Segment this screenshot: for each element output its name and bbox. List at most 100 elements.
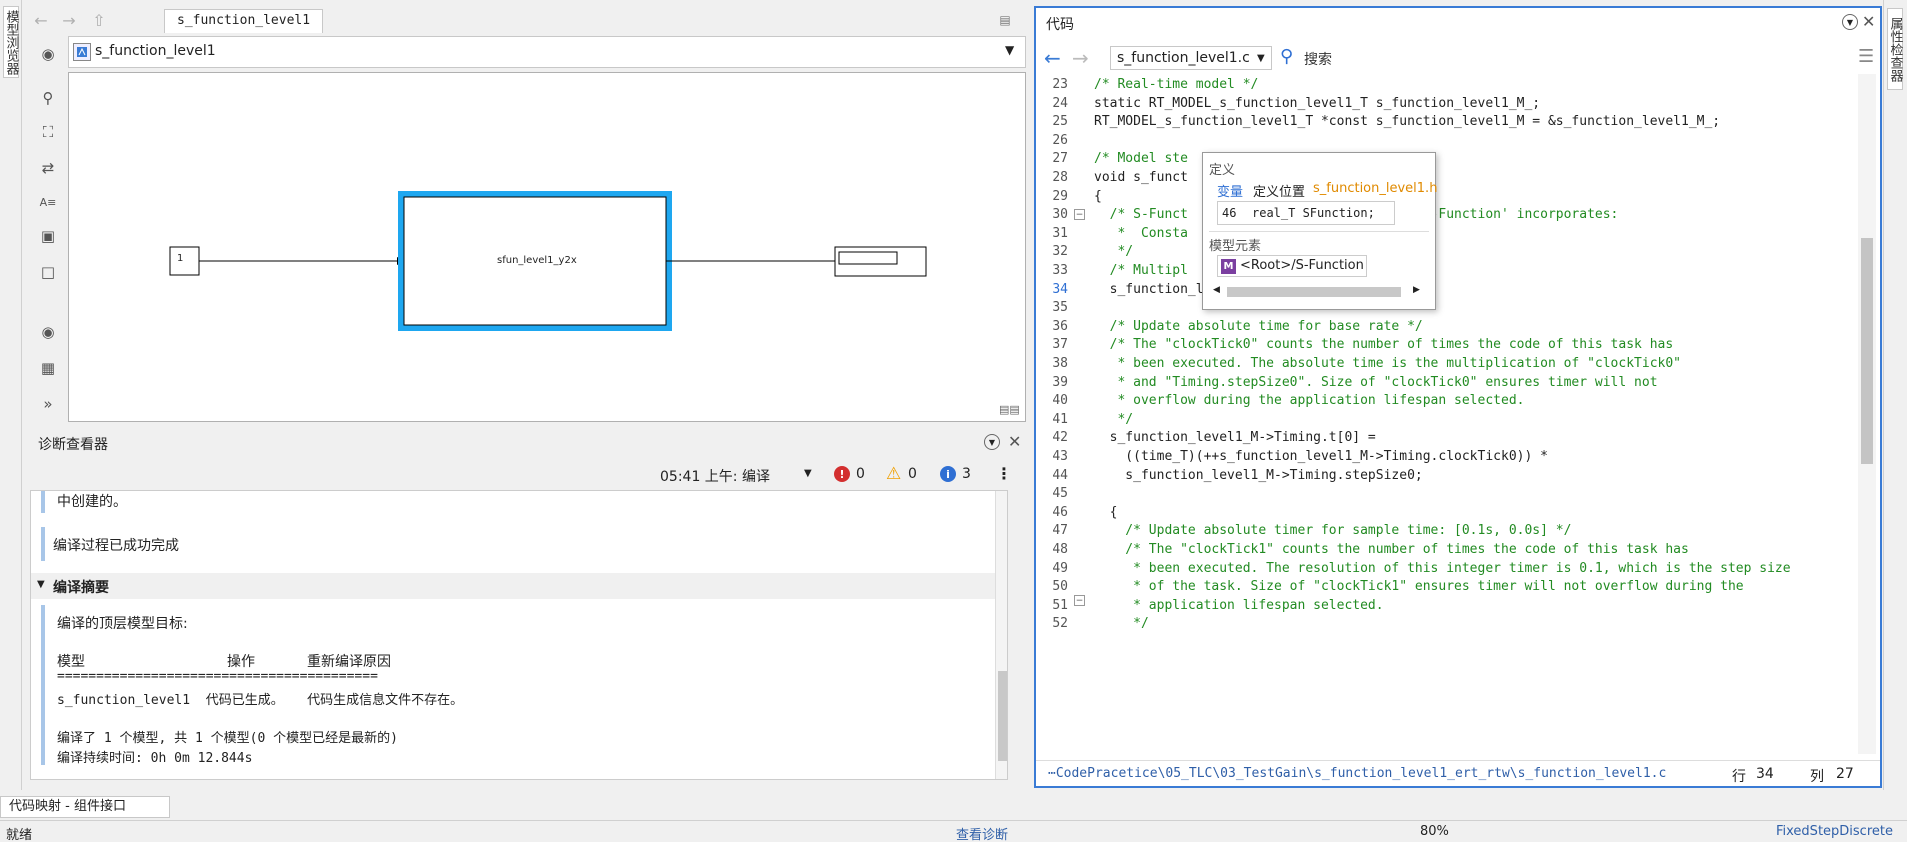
- code-line[interactable]: 44 s_function_level1_M->Timing.stepSize0…: [1038, 465, 1856, 487]
- info-icon[interactable]: i: [940, 466, 956, 482]
- collapse-icon[interactable]: ▼: [984, 434, 1000, 450]
- code-line[interactable]: 41 */: [1038, 409, 1856, 431]
- code-line[interactable]: 45: [1038, 483, 1856, 505]
- view-diagnostics-link[interactable]: 查看诊断: [956, 828, 1009, 842]
- block-diagram: [169, 191, 927, 331]
- up-arrow-icon[interactable]: ⇧: [92, 10, 106, 30]
- fold-icon[interactable]: −: [1074, 209, 1085, 220]
- model-tab[interactable]: s_function_level1: [164, 9, 324, 33]
- code-line[interactable]: 42 s_function_level1_M->Timing.t[0] =: [1038, 427, 1856, 449]
- popup-model-element[interactable]: M <Root>/S-Function: [1217, 255, 1367, 277]
- chevron-down-icon[interactable]: ▼: [804, 468, 812, 479]
- code-line[interactable]: 36 /* Update absolute time for base rate…: [1038, 316, 1856, 338]
- popup-scroll-thumb[interactable]: [1227, 287, 1401, 297]
- overview-icon[interactable]: ▤▤: [999, 403, 1020, 416]
- code-line[interactable]: 33 /* Multipl: [1038, 260, 1856, 282]
- solver-link[interactable]: FixedStepDiscrete: [1776, 824, 1893, 839]
- line-text: * been executed. The absolute time is th…: [1094, 356, 1681, 371]
- code-line[interactable]: 35: [1038, 297, 1856, 319]
- sfunction-block[interactable]: [403, 196, 667, 326]
- area-icon[interactable]: □: [40, 263, 56, 281]
- code-scrollbar[interactable]: [1858, 74, 1876, 754]
- collapse-icon[interactable]: ▼: [1842, 14, 1858, 30]
- code-line[interactable]: 43 ((time_T)(++s_function_level1_M->Timi…: [1038, 446, 1856, 468]
- popup-def-code-box[interactable]: 46 real_T SFunction;: [1217, 201, 1395, 225]
- code-line[interactable]: 39 * and "Timing.stepSize0". Size of "cl…: [1038, 372, 1856, 394]
- model-address-bar[interactable]: s_function_level1 ▼: [68, 36, 1026, 68]
- code-line[interactable]: 23/* Real-time model */: [1038, 74, 1856, 96]
- close-icon[interactable]: ✕: [1008, 432, 1022, 451]
- line-number: 33: [1052, 263, 1068, 278]
- close-icon[interactable]: ✕: [1862, 12, 1876, 31]
- back-arrow-icon[interactable]: ←: [34, 10, 48, 30]
- back-arrow-icon[interactable]: ←: [1044, 46, 1061, 70]
- zoom-icon[interactable]: ⚲: [42, 89, 54, 107]
- search-input[interactable]: 搜索: [1304, 52, 1332, 68]
- code-line[interactable]: 52 */: [1038, 613, 1856, 635]
- diag-col-action: 操作: [227, 654, 255, 670]
- code-line[interactable]: 32 */: [1038, 241, 1856, 263]
- model-browser-tab[interactable]: 模型浏览器: [3, 6, 19, 78]
- image-icon[interactable]: ▣: [40, 227, 56, 245]
- code-line[interactable]: 46 {: [1038, 502, 1856, 524]
- forward-arrow-icon[interactable]: →: [62, 10, 76, 30]
- file-select[interactable]: s_function_level1.c ▼: [1110, 46, 1272, 70]
- code-line[interactable]: 31 * Consta: [1038, 223, 1856, 245]
- triangle-down-icon: ▼: [37, 579, 45, 590]
- diag-scroll-thumb[interactable]: [998, 671, 1007, 761]
- error-icon[interactable]: !: [834, 466, 850, 482]
- popup-hscroll[interactable]: ◀ ▶: [1213, 285, 1423, 299]
- code-line[interactable]: 49 * been executed. The resolution of th…: [1038, 558, 1856, 580]
- code-line[interactable]: 48 /* The "clockTick1" counts the number…: [1038, 539, 1856, 561]
- code-line[interactable]: 38 * been executed. The absolute time is…: [1038, 353, 1856, 375]
- more-options-icon[interactable]: ⋮: [996, 464, 1012, 483]
- panel-menu-icon[interactable]: ▤: [999, 13, 1011, 27]
- summary-header[interactable]: ▼ 编译摘要: [31, 573, 995, 599]
- diag-line-created: 中创建的。: [57, 494, 127, 510]
- line-text: * Consta: [1094, 225, 1188, 241]
- diag-scrollbar[interactable]: [995, 491, 1007, 779]
- scroll-left-icon[interactable]: ◀: [1213, 285, 1220, 295]
- chevron-down-icon[interactable]: ▼: [1005, 43, 1015, 57]
- code-line[interactable]: 40 * overflow during the application lif…: [1038, 390, 1856, 412]
- code-mapping-tab[interactable]: 代码映射 - 组件接口: [0, 796, 170, 818]
- fit-view-icon[interactable]: ⛶: [42, 123, 54, 141]
- model-canvas[interactable]: 1 sfun_level1_y2x ▤▤: [68, 72, 1026, 422]
- code-line[interactable]: 30 /* S-Funct /S-Function' incorporates:: [1038, 204, 1856, 226]
- hide-panel-icon[interactable]: ◉: [41, 45, 55, 63]
- right-side-strip: 属性检查器: [1883, 0, 1907, 790]
- arrows-icon[interactable]: ⇄: [41, 159, 55, 177]
- code-file-path[interactable]: ⋯CodePracetice\05_TLC\03_TestGain\s_func…: [1048, 766, 1667, 781]
- line-number: 51: [1052, 597, 1068, 613]
- annotation-icon[interactable]: A≡: [39, 195, 57, 209]
- code-line[interactable]: 50 * of the task. Size of "clockTick1" e…: [1038, 576, 1856, 598]
- property-inspector-tab[interactable]: 属性检查器: [1887, 8, 1903, 90]
- scroll-right-icon[interactable]: ▶: [1413, 285, 1420, 295]
- code-line[interactable]: 47 /* Update absolute timer for sample t…: [1038, 520, 1856, 542]
- menu-icon[interactable]: ☰: [1858, 46, 1875, 67]
- line-text: /* Real-time model */: [1094, 77, 1259, 92]
- code-scroll-thumb[interactable]: [1861, 238, 1873, 464]
- code-line[interactable]: 29{: [1038, 186, 1856, 208]
- more-icon[interactable]: »: [43, 395, 53, 413]
- fold-icon[interactable]: −: [1074, 595, 1085, 606]
- popup-def-file[interactable]: s_function_level1.h: [1313, 181, 1438, 196]
- file-name: s_function_level1.c: [1117, 50, 1250, 66]
- line-text: * overflow during the application lifesp…: [1094, 393, 1525, 409]
- warning-icon[interactable]: ⚠: [886, 464, 902, 484]
- forward-arrow-icon[interactable]: →: [1072, 46, 1089, 70]
- code-line[interactable]: 51 * application lifespan selected.: [1038, 595, 1856, 617]
- popup-model-path: <Root>/S-Function: [1240, 258, 1364, 273]
- camera-icon[interactable]: ◉: [41, 323, 55, 341]
- library-icon[interactable]: ▦: [40, 359, 56, 377]
- diag-separator: ========================================…: [57, 669, 378, 684]
- constant-block[interactable]: [169, 246, 200, 276]
- code-line[interactable]: 26: [1038, 130, 1856, 152]
- code-line[interactable]: 37 /* The "clockTick0" counts the number…: [1038, 334, 1856, 356]
- left-side-strip: 模型浏览器: [0, 0, 22, 790]
- code-line[interactable]: 27/* Model ste: [1038, 148, 1856, 170]
